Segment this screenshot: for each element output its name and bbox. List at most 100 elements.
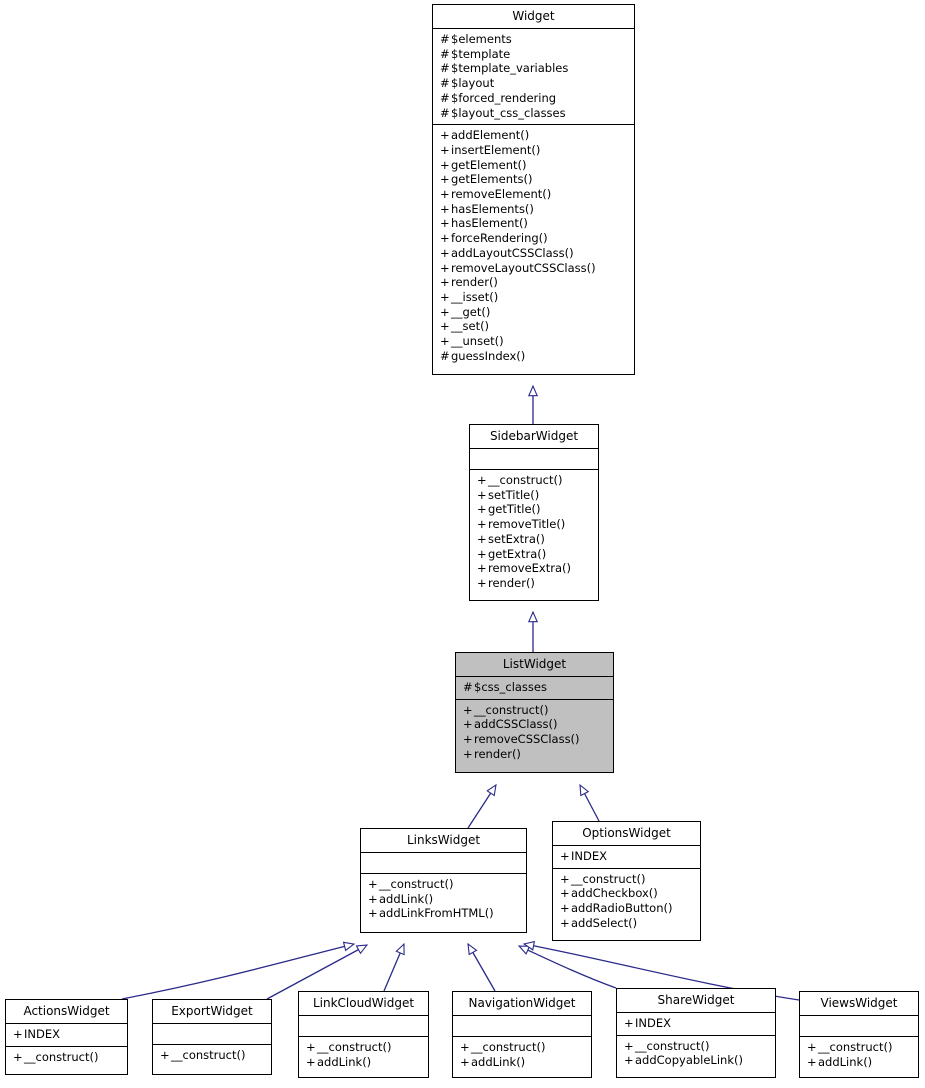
member-label: addSelect() — [571, 915, 638, 930]
class-member-row: +render() — [440, 275, 628, 290]
member-visibility: + — [624, 1016, 634, 1030]
class-title-linkcloudwidget: LinkCloudWidget — [312, 996, 415, 1010]
member-label: addLink() — [818, 1054, 873, 1069]
class-member-row: +setExtra() — [477, 532, 592, 547]
member-visibility: + — [368, 906, 378, 921]
class-node-linkswidget[interactable]: LinksWidget +__construct()+addLink()+add… — [360, 828, 527, 933]
member-visibility: # — [440, 61, 450, 76]
member-visibility: + — [460, 1040, 470, 1054]
class-attributes-sidebarwidget — [470, 448, 598, 469]
member-visibility: + — [560, 849, 570, 863]
member-label: removeTitle() — [488, 517, 566, 532]
class-node-widget[interactable]: Widget #$elements#$template#$template_va… — [432, 4, 635, 375]
member-label: INDEX — [571, 849, 607, 863]
member-visibility: + — [306, 1054, 316, 1069]
class-title-navigationwidget: NavigationWidget — [468, 996, 576, 1010]
member-label: hasElement() — [451, 216, 528, 231]
class-member-row: +removeExtra() — [477, 561, 592, 576]
class-attributes-optionswidget: +INDEX — [553, 845, 700, 868]
class-attributes-actionswidget: +INDEX — [6, 1023, 127, 1046]
class-attributes-widget: #$elements#$template#$template_variables… — [433, 28, 634, 124]
member-label: removeLayoutCSSClass() — [451, 260, 596, 275]
class-member-row: +addSelect() — [560, 916, 694, 931]
member-label: insertElement() — [451, 142, 541, 157]
class-member-row: +__construct() — [624, 1039, 769, 1054]
class-node-viewswidget[interactable]: ViewsWidget +__construct()+addLink() — [799, 991, 919, 1078]
class-member-row: +INDEX — [624, 1016, 769, 1031]
edge-linkswidget-to-listwidget — [467, 785, 496, 829]
member-visibility: + — [440, 319, 450, 334]
class-node-navigationwidget[interactable]: NavigationWidget +__construct()+addLink(… — [452, 991, 592, 1078]
member-visibility: + — [477, 575, 487, 590]
member-visibility: + — [440, 275, 450, 290]
class-methods-navigationwidget: +__construct()+addLink() — [453, 1036, 591, 1073]
member-visibility: + — [560, 886, 570, 901]
member-visibility: + — [560, 871, 570, 886]
member-visibility: + — [368, 891, 378, 906]
class-member-row: +__construct() — [807, 1040, 912, 1055]
class-node-listwidget[interactable]: ListWidget #$css_classes +__construct()+… — [455, 652, 614, 773]
member-label: addLink() — [317, 1054, 372, 1069]
member-visibility: # — [440, 105, 450, 120]
class-member-row: +removeTitle() — [477, 517, 592, 532]
class-node-exportwidget[interactable]: ExportWidget +__construct() — [152, 999, 272, 1075]
member-label: $css_classes — [474, 680, 547, 694]
class-title-actionswidget: ActionsWidget — [23, 1004, 110, 1018]
member-label: setExtra() — [488, 531, 545, 546]
class-node-optionswidget[interactable]: OptionsWidget +INDEX +__construct()+addC… — [552, 821, 701, 941]
member-label: addLinkFromHTML() — [379, 906, 494, 921]
member-visibility: + — [477, 546, 487, 561]
class-member-row: +__get() — [440, 305, 628, 320]
class-node-sharewidget[interactable]: ShareWidget +INDEX +__construct()+addCop… — [616, 988, 776, 1078]
class-member-row: +render() — [477, 576, 592, 591]
edge-navigationwidget-to-linkswidget — [468, 944, 496, 992]
class-member-row: +INDEX — [560, 849, 694, 864]
class-member-row: +__construct() — [477, 473, 592, 488]
class-member-row: #$elements — [440, 32, 628, 47]
member-visibility: # — [440, 76, 450, 91]
class-member-row: +addLink() — [368, 892, 520, 907]
class-member-row: +forceRendering() — [440, 231, 628, 246]
member-visibility: # — [440, 46, 450, 61]
member-visibility: + — [440, 304, 450, 319]
class-member-row: +render() — [463, 747, 607, 762]
member-label: setTitle() — [488, 487, 540, 502]
member-label: __construct() — [488, 473, 563, 487]
class-member-row: +__construct() — [560, 872, 694, 887]
member-label: getExtra() — [488, 546, 547, 561]
member-visibility: + — [477, 473, 487, 487]
class-member-row: +__construct() — [368, 877, 520, 892]
edge-sharewidget-to-linkswidget — [519, 945, 617, 989]
class-methods-optionswidget: +__construct()+addCheckbox()+addRadioBut… — [553, 867, 700, 935]
class-methods-linkcloudwidget: +__construct()+addLink() — [299, 1036, 428, 1073]
member-visibility: + — [463, 717, 473, 732]
member-label: addCSSClass() — [474, 717, 558, 732]
class-member-row: +addLayoutCSSClass() — [440, 246, 628, 261]
class-node-linkcloudwidget[interactable]: LinkCloudWidget +__construct()+addLink() — [298, 991, 429, 1078]
member-label: render() — [474, 746, 521, 761]
class-member-row: +__isset() — [440, 290, 628, 305]
class-node-sidebarwidget[interactable]: SidebarWidget +__construct()+setTitle()+… — [469, 424, 599, 601]
class-methods-linkswidget: +__construct()+addLink()+addLinkFromHTML… — [361, 873, 526, 925]
member-visibility: + — [440, 231, 450, 246]
member-visibility: + — [440, 334, 450, 349]
member-label: getElement() — [451, 157, 527, 172]
edge-optionswidget-to-listwidget — [580, 785, 600, 822]
class-member-row: +addLinkFromHTML() — [368, 906, 520, 921]
member-label: __unset() — [451, 334, 504, 349]
member-visibility: + — [440, 142, 450, 157]
class-member-row: +__set() — [440, 319, 628, 334]
member-label: forceRendering() — [451, 231, 548, 246]
class-member-row: +getExtra() — [477, 547, 592, 562]
member-visibility: # — [440, 32, 450, 46]
class-node-actionswidget[interactable]: ActionsWidget +INDEX +__construct() — [5, 999, 128, 1075]
member-visibility: + — [440, 201, 450, 216]
class-attributes-navigationwidget — [453, 1015, 591, 1036]
class-title-listwidget: ListWidget — [502, 657, 567, 671]
member-label: addLink() — [471, 1054, 526, 1069]
member-visibility: + — [440, 187, 450, 202]
member-label: getTitle() — [488, 502, 541, 517]
member-visibility: + — [477, 502, 487, 517]
member-label: $template — [451, 46, 511, 61]
class-methods-widget: +addElement()+insertElement()+getElement… — [433, 124, 634, 367]
